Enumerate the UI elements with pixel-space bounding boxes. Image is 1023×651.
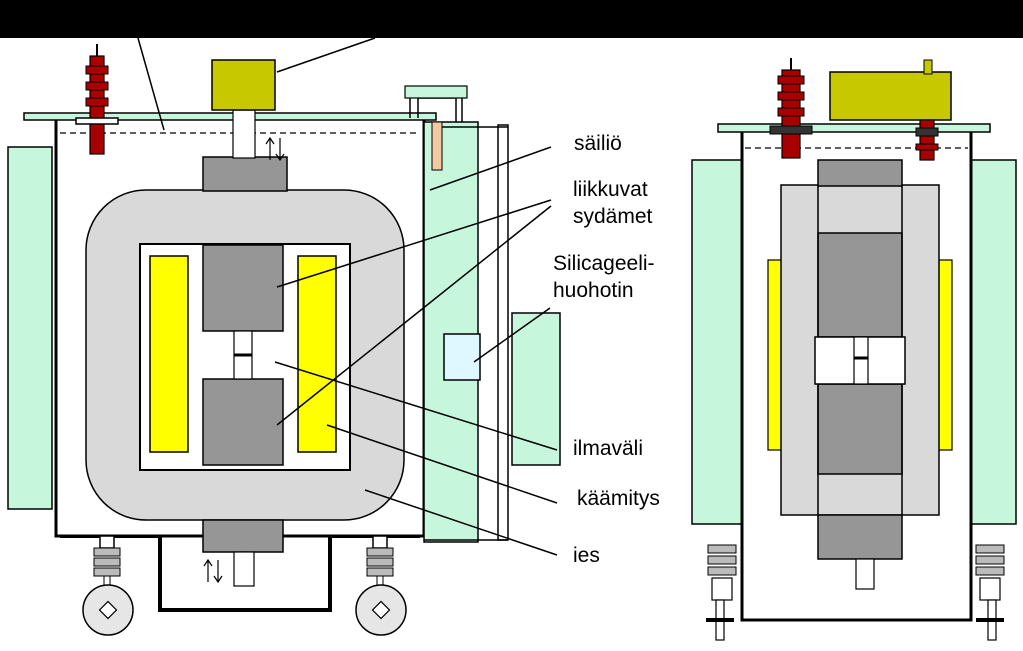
moving-core-upper	[202, 244, 284, 332]
leader-winding	[326, 424, 558, 504]
leader-breather	[473, 307, 551, 363]
side-view-core-lower	[817, 383, 903, 475]
leader-cores-lower	[276, 205, 552, 426]
side-view-radiator-right	[970, 159, 1017, 525]
leader-tank	[429, 146, 552, 191]
side-view-winding-right	[937, 259, 953, 451]
silica-gel-breather	[443, 333, 481, 381]
label-breather-2: huohotin	[553, 279, 634, 302]
wheel-right	[355, 535, 407, 636]
side-view-bushing-lv	[915, 119, 939, 161]
side-pipe	[497, 124, 509, 541]
side-view-air-gap-rod	[853, 336, 869, 385]
label-moving-cores-2: sydämet	[573, 205, 653, 228]
top-core-stub	[202, 156, 288, 192]
top-adjust-arrows	[265, 136, 285, 162]
side-view-wheel-left	[706, 544, 737, 641]
winding-left	[149, 255, 189, 453]
hv-bushing	[75, 44, 119, 155]
side-view-cover	[717, 123, 991, 133]
top-banner	[0, 0, 1023, 38]
side-panel	[423, 121, 479, 543]
bottom-adjust-arrows	[203, 558, 223, 584]
side-view-core-upper	[817, 232, 903, 338]
side-view-core-top	[817, 159, 903, 187]
bottom-core-stub	[202, 519, 284, 553]
front-view	[7, 37, 561, 636]
leader-cores-upper	[276, 199, 552, 288]
label-tank: säiliö	[574, 132, 622, 155]
leader-yoke	[364, 489, 558, 556]
moving-core-lower	[202, 378, 284, 466]
left-radiator	[7, 146, 53, 510]
side-view-bushing-hv	[769, 58, 813, 159]
leader-air-gap	[274, 361, 558, 451]
leader-banner-1	[137, 37, 165, 131]
label-air-gap: ilmaväli	[573, 437, 643, 460]
wheel-left	[82, 535, 134, 636]
label-moving-cores-1: liikkuvat	[573, 178, 648, 201]
side-view-conservator	[829, 71, 952, 121]
right-radiator	[511, 312, 561, 466]
conservator	[211, 59, 276, 111]
side-view-wheel-right	[975, 544, 1005, 641]
oil-indicator	[431, 121, 443, 171]
label-yoke: ies	[573, 544, 600, 567]
side-view-conservator-vent	[923, 59, 933, 75]
leader-banner-2	[276, 37, 376, 73]
tank-cover	[23, 112, 437, 121]
side-view-radiator-left	[691, 159, 743, 525]
side-view	[691, 58, 1017, 641]
side-view-winding-left	[767, 259, 783, 451]
winding-right	[297, 255, 337, 453]
side-view-bottom-shaft	[855, 558, 875, 590]
top-shaft	[232, 109, 256, 159]
bottom-shaft	[233, 551, 255, 587]
label-breather-1: Silicageeli-	[553, 252, 655, 275]
label-winding: käämitys	[577, 487, 660, 510]
pipe-flange	[404, 85, 468, 99]
side-view-core-bottom	[817, 514, 903, 560]
